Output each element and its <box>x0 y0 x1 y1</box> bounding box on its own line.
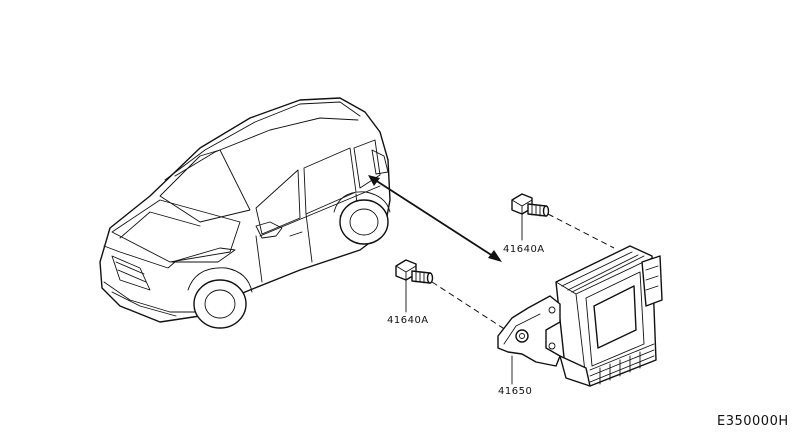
bracket-part <box>497 295 561 385</box>
bolt-lower-guide <box>431 281 507 331</box>
bolt-upper-guide <box>547 213 615 249</box>
figure-code: E350000H <box>717 414 789 429</box>
control-unit-module <box>555 245 663 387</box>
bolt-upper-icon <box>511 193 550 241</box>
location-arrow <box>368 175 502 262</box>
callout-bracket: 41650 <box>498 386 533 397</box>
bolt-lower-icon <box>395 259 434 313</box>
callout-bolt-upper: 41640A <box>503 244 545 255</box>
callout-bolt-lower: 41640A <box>387 315 429 326</box>
vehicle-illustration <box>99 97 391 329</box>
